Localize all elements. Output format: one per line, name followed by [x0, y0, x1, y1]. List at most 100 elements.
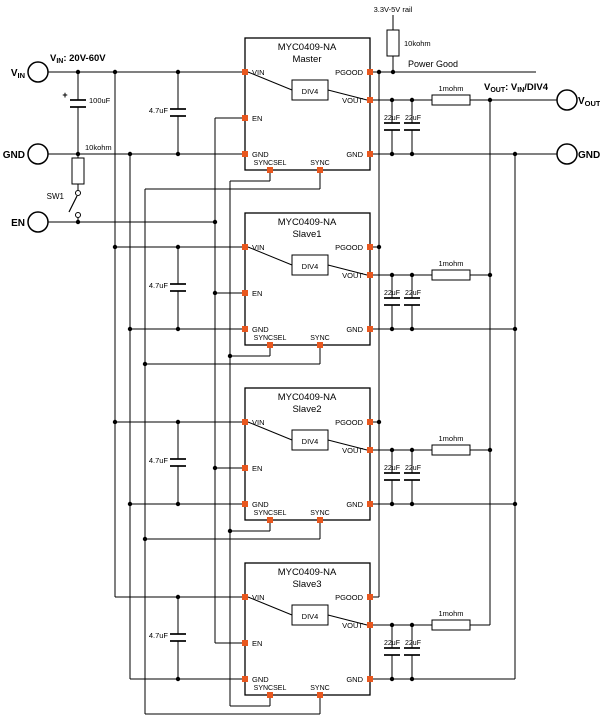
switch-label: SW1 — [47, 192, 65, 201]
en-resistor — [71, 157, 85, 185]
ic-block-master: MYC0409-NA Master DIV4 VIN EN GND PGOOD … — [242, 37, 373, 173]
pin-label-syncsel: SYNCSEL — [254, 160, 287, 167]
pin-label-syncsel: SYNCSEL — [254, 510, 287, 517]
terminal-en: EN — [11, 211, 49, 233]
ic-body — [244, 562, 371, 696]
output-capacitor-label: 22uF — [405, 115, 421, 122]
junction-dots — [75, 69, 518, 682]
pin-syncsel — [267, 342, 273, 348]
net-syncsel — [229, 173, 271, 707]
pin-label-gnd-right: GND — [346, 500, 363, 509]
ic-role: Slave1 — [292, 229, 321, 240]
output-resistor-label: 1mohm — [438, 259, 463, 268]
enable-resistor-switch: 10kohm SW1 — [47, 143, 112, 222]
terminal-circle — [556, 143, 578, 165]
internal-wire — [327, 264, 368, 276]
pin-label-vout: VOUT — [342, 96, 363, 105]
pin-label-syncsel: SYNCSEL — [254, 335, 287, 342]
net-sync — [144, 173, 321, 715]
pin-label-gnd-right: GND — [346, 325, 363, 334]
rail-label: 3.3V-5V rail — [374, 5, 413, 14]
net-pgood — [373, 71, 536, 598]
pin-label-sync: SYNC — [310, 685, 329, 692]
ic-part-number: MYC0409-NA — [278, 567, 337, 578]
internal-wire — [247, 71, 293, 91]
pin-label-pgood: PGOOD — [335, 418, 364, 427]
pin-label-syncsel: SYNCSEL — [254, 685, 287, 692]
pin-gnd-right — [367, 151, 373, 157]
ic-part-number: MYC0409-NA — [278, 217, 337, 228]
pin-en — [242, 465, 248, 471]
pin-label-vin: VIN — [252, 593, 265, 602]
output-resistor-label: 1mohm — [438, 609, 463, 618]
input-capacitor-label: 4.7uF — [149, 281, 169, 290]
pin-sync — [317, 167, 323, 173]
pin-gnd-left — [242, 151, 248, 157]
ic-role: Master — [292, 54, 321, 65]
pin-pgood — [367, 594, 373, 600]
div4-box — [291, 254, 329, 276]
pin-label-pgood: PGOOD — [335, 68, 364, 77]
internal-wire — [247, 596, 293, 616]
output-capacitor-label: 22uF — [384, 640, 400, 647]
pin-en — [242, 640, 248, 646]
input-capacitor-slave3: 4.7uF — [149, 597, 186, 679]
div4-label: DIV4 — [302, 612, 319, 621]
terminal-gnd-right: GND — [556, 143, 600, 165]
output-resistor — [431, 619, 471, 631]
pin-label-pgood: PGOOD — [335, 243, 364, 252]
output-resistor — [431, 94, 471, 106]
div4-label: DIV4 — [302, 262, 319, 271]
pullup-circuit: 3.3V-5V rail 10kohm Power Good — [374, 5, 458, 72]
pin-label-vin: VIN — [252, 68, 265, 77]
output-capacitor-label: 22uF — [405, 640, 421, 647]
bulk-capacitor: + 100uF — [62, 72, 111, 154]
pin-vout — [367, 272, 373, 278]
internal-wire — [247, 421, 293, 441]
terminal-label: VIN — [11, 68, 25, 80]
pin-label-en: EN — [252, 464, 262, 473]
net-vout — [373, 99, 557, 626]
pin-label-gnd-right: GND — [346, 675, 363, 684]
pin-vin — [242, 69, 248, 75]
pin-en — [242, 115, 248, 121]
pin-label-en: EN — [252, 289, 262, 298]
pin-gnd-left — [242, 501, 248, 507]
ic-role: Slave2 — [292, 404, 321, 415]
pin-syncsel — [267, 517, 273, 523]
pin-pgood — [367, 419, 373, 425]
pin-vin — [242, 244, 248, 250]
input-capacitor-master: 4.7uF — [149, 72, 186, 154]
vin-spec-label: VIN: 20V-60V — [50, 53, 106, 65]
terminal-circle — [27, 211, 49, 233]
ic-block-slave1: MYC0409-NA Slave1 DIV4 VIN EN GND PGOOD … — [242, 212, 373, 348]
div4-label: DIV4 — [302, 437, 319, 446]
ic-body — [244, 387, 371, 521]
terminal-label: GND — [3, 150, 25, 161]
pin-label-vin: VIN — [252, 243, 265, 252]
output-capacitor-label: 22uF — [384, 290, 400, 297]
internal-wire — [327, 89, 368, 101]
div4-box — [291, 79, 329, 101]
net-gnd-input — [48, 153, 242, 680]
pin-vout — [367, 97, 373, 103]
ic-body — [244, 212, 371, 346]
net-gnd-output — [373, 153, 557, 680]
switch-blade — [68, 195, 78, 213]
terminal-gnd-left: GND — [3, 143, 49, 165]
pin-label-vout: VOUT — [342, 446, 363, 455]
pin-pgood — [367, 244, 373, 250]
pin-label-vout: VOUT — [342, 271, 363, 280]
bulk-capacitor-label: 100uF — [89, 96, 111, 105]
ic-body — [244, 37, 371, 171]
terminal-vin: VIN — [11, 61, 49, 83]
output-filter-slave1: 22uF 22uF 1mohm — [384, 259, 471, 329]
pin-vin — [242, 419, 248, 425]
pin-vin — [242, 594, 248, 600]
pin-label-gnd-left: GND — [252, 675, 269, 684]
ic-block-slave3: MYC0409-NA Slave3 DIV4 VIN EN GND PGOOD … — [242, 562, 373, 698]
pin-label-pgood: PGOOD — [335, 593, 364, 602]
pin-label-gnd-left: GND — [252, 500, 269, 509]
pin-label-sync: SYNC — [310, 510, 329, 517]
pin-sync — [317, 517, 323, 523]
